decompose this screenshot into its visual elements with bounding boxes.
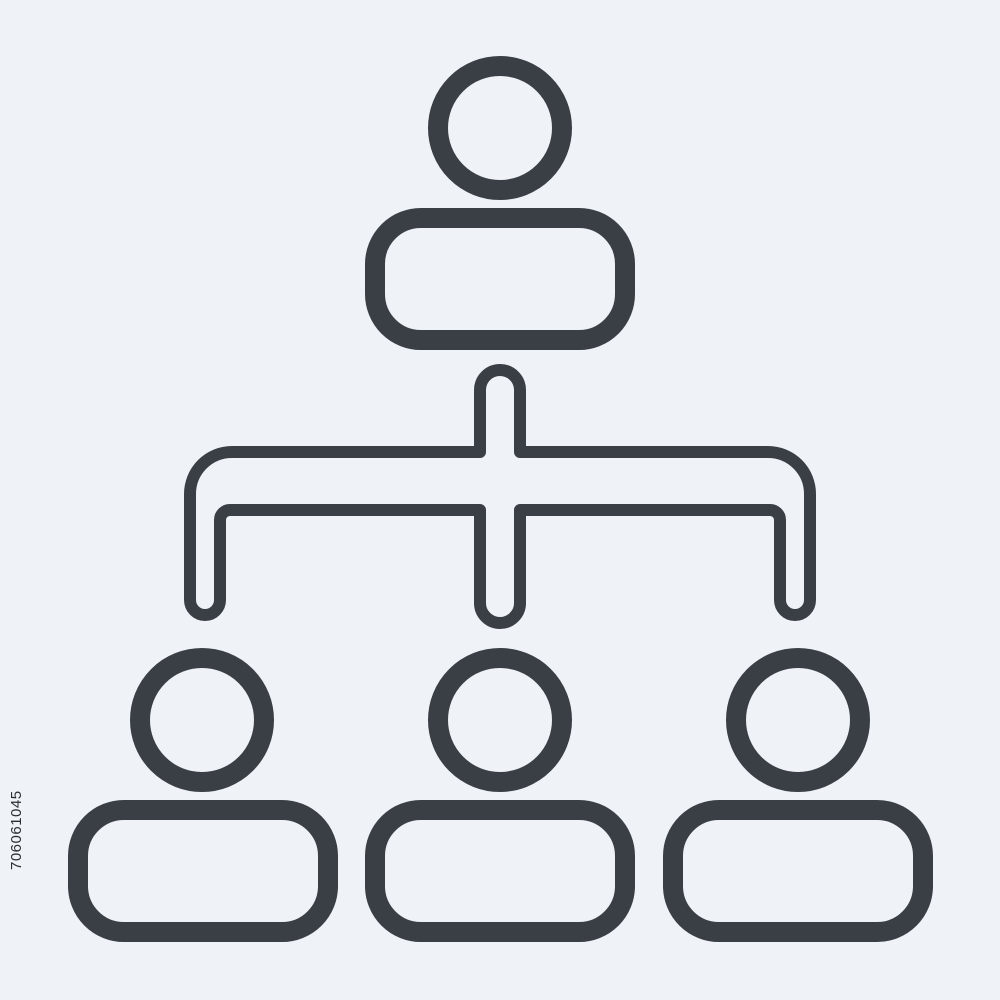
connector-outer <box>184 364 816 629</box>
hierarchy-connector <box>184 364 816 629</box>
bottom-right-person-body <box>663 800 933 942</box>
top-person-head <box>428 56 572 200</box>
top-person-icon <box>365 56 635 350</box>
bottom-left-person-icon <box>68 648 338 942</box>
bottom-center-person-head <box>428 648 572 792</box>
stock-id-watermark: 706061045 <box>8 790 25 870</box>
bottom-right-person-icon <box>663 648 933 942</box>
bottom-right-person-head <box>726 648 870 792</box>
bottom-left-person-body <box>68 800 338 942</box>
bottom-left-person-head <box>130 648 274 792</box>
bottom-center-person-body <box>365 800 635 942</box>
top-person-body <box>365 208 635 350</box>
bottom-center-person-icon <box>365 648 635 942</box>
